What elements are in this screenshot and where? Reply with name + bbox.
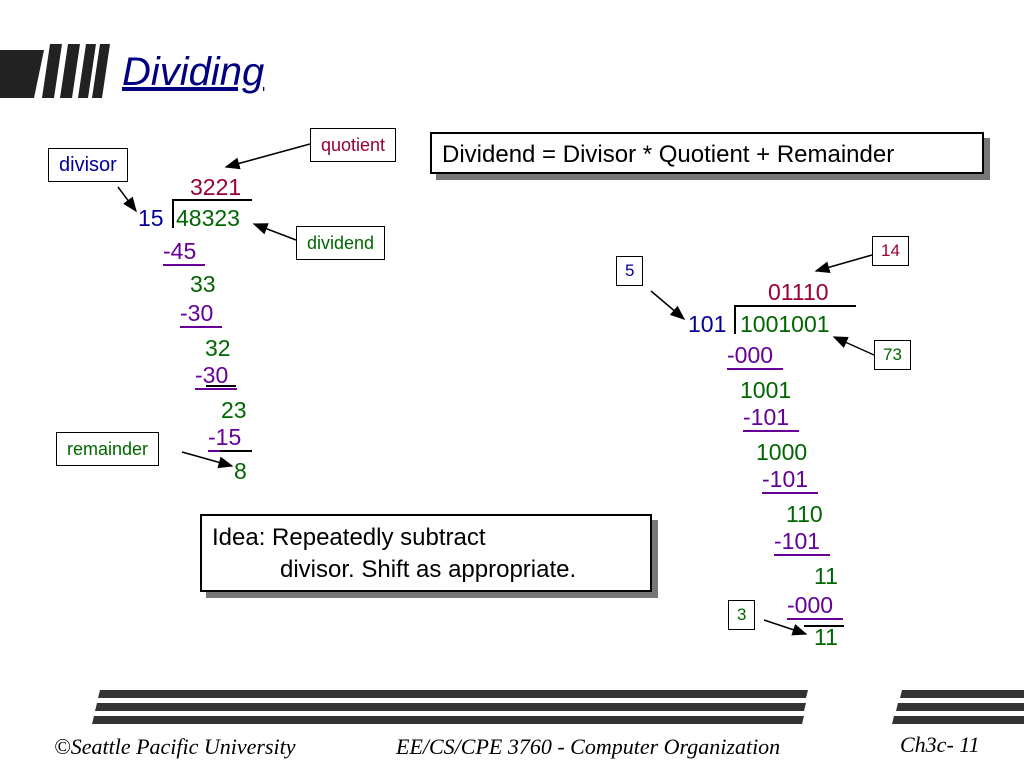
binary-step-6: 110 [786, 501, 823, 527]
binary-step-2: 1001 [740, 377, 792, 403]
binary-dividend: 1001001 [740, 311, 830, 337]
quotient-label: quotient [310, 128, 397, 162]
binary-step-5: -101 [762, 466, 818, 494]
binary-step-4: 1000 [756, 439, 808, 465]
dividend-label: dividend [296, 226, 386, 260]
decimal-step-7: -15 [208, 424, 252, 452]
divisor-arrow [117, 186, 137, 213]
divisor-label: divisor [48, 148, 128, 182]
footer-copyright: ©Seattle Pacific University [54, 734, 296, 759]
equation-box: Dividend = Divisor * Quotient + Remainde… [430, 132, 984, 174]
binary-step-8: 11 [814, 563, 838, 589]
decimal-step-1: -45 [163, 238, 205, 266]
footer-stripes [92, 690, 1024, 724]
dividend-arrow [252, 223, 297, 241]
decimal-step-4: 32 [205, 335, 231, 361]
decimal-step-5: -30 [195, 362, 237, 390]
binary-step-10: 11 [814, 624, 838, 650]
idea-line-2: divisor. Shift as appropriate. [280, 556, 577, 583]
binary-dividend-arrow [832, 336, 875, 356]
idea-box: Idea: Repeatedly subtract divisor. Shift… [200, 514, 652, 592]
binary-quotient: 01110 [768, 279, 829, 305]
binary-divisor: 101 [688, 311, 727, 337]
binary-divisor-label: 5 [616, 256, 644, 286]
remainder-arrow [181, 451, 234, 469]
quotient-arrow [224, 143, 311, 170]
remainder-label: remainder [56, 432, 160, 466]
decimal-step-2: 33 [190, 271, 216, 297]
decimal-step-8: 8 [234, 458, 247, 484]
footer-slide-number: Ch3c- 11 [900, 732, 980, 757]
decimal-dividend: 48323 [176, 205, 240, 231]
decimal-quotient: 3221 [190, 174, 242, 200]
binary-step-1: -000 [727, 342, 783, 370]
binary-step-3: -101 [743, 404, 799, 432]
decimal-divisor: 15 [138, 205, 164, 231]
binary-remainder-label: 3 [728, 600, 756, 630]
decimal-step-3: -30 [180, 300, 222, 328]
equation-text: Dividend = Divisor * Quotient + Remainde… [442, 141, 895, 168]
decimal-step-6: 23 [221, 397, 247, 423]
binary-step-9: -000 [787, 592, 843, 620]
slide-logo-bars [0, 44, 110, 98]
footer-course: EE/CS/CPE 3760 - Computer Organization [396, 734, 781, 759]
binary-remainder-arrow [763, 619, 808, 636]
idea-line-1: Idea: Repeatedly subtract [212, 524, 486, 551]
page-title: Dividing [122, 50, 265, 94]
binary-quotient-label: 14 [872, 236, 909, 266]
binary-divisor-arrow [650, 290, 686, 320]
binary-step-7: -101 [774, 528, 830, 556]
binary-dividend-label: 73 [874, 340, 911, 370]
binary-quotient-arrow [814, 254, 873, 274]
